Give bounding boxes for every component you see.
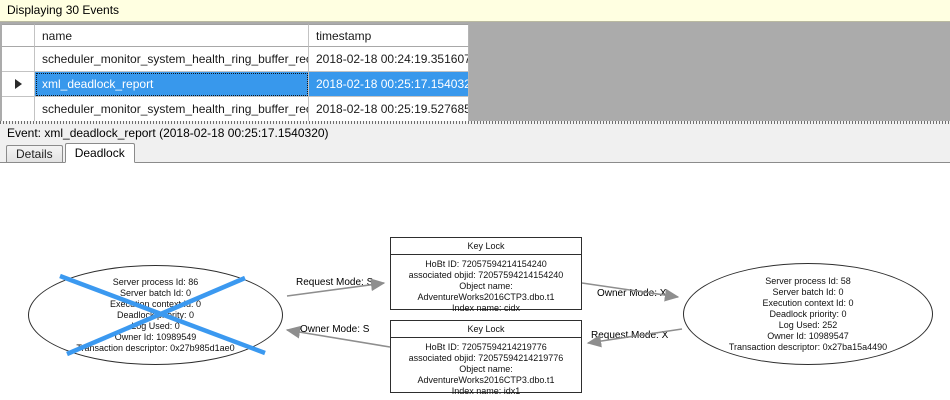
detail-tab-strip: Details Deadlock	[0, 142, 950, 163]
tab-deadlock[interactable]: Deadlock	[64, 143, 135, 163]
text-line: Server process Id: 58	[765, 275, 851, 286]
text-line: associated objid: 72057594214154240	[408, 270, 564, 280]
text-line: Server batch Id: 0	[772, 286, 844, 297]
text-line: HoBt ID: 72057594214219776	[425, 342, 547, 352]
tab-deadlock-label: Deadlock	[74, 146, 125, 160]
table-row[interactable]: scheduler_monitor_system_health_ring_buf…	[2, 47, 469, 72]
text-line: Owner Id: 10989549	[114, 331, 197, 342]
edge-label-owner-mode-s: Owner Mode: S	[300, 324, 370, 335]
grid-header-row: name timestamp	[2, 24, 469, 47]
grid-header-name[interactable]: name	[35, 24, 309, 47]
grid-header-timestamp[interactable]: timestamp	[309, 24, 469, 47]
text-line: Log Used: 0	[131, 320, 180, 331]
grid-header-indicator-cell	[2, 24, 35, 47]
text-line: Object name: AdventureWorks2016CTP3.dbo.…	[417, 281, 555, 302]
text-line: Log Used: 252	[778, 319, 838, 330]
info-bar-text: Displaying 30 Events	[7, 3, 120, 17]
row-indicator-cell	[2, 97, 35, 122]
text-line: Index name: cidx	[451, 303, 521, 313]
tab-details[interactable]: Details	[6, 145, 63, 162]
event-name-cell[interactable]: scheduler_monitor_system_health_ring_buf…	[35, 97, 309, 122]
resource-node-title: Key Lock	[391, 238, 581, 255]
text-line: Execution context Id: 0	[109, 298, 202, 309]
text-line: HoBt ID: 72057594214154240	[425, 259, 547, 269]
row-indicator-cell	[2, 47, 35, 72]
text-line: Deadlock priority: 0	[769, 308, 847, 319]
text-line: Transaction descriptor: 0x27b985d1ae0	[76, 342, 235, 353]
text-line: Index name: idx1	[451, 386, 521, 396]
table-row-selected[interactable]: xml_deadlock_report 2018-02-18 00:25:17.…	[2, 72, 469, 97]
edge-label-request-mode-s: Request Mode: S	[296, 277, 374, 288]
text-line: Server process Id: 86	[112, 276, 199, 287]
events-grid-panel: name timestamp scheduler_monitor_system_…	[0, 22, 950, 122]
event-summary-bar: Event: xml_deadlock_report (2018-02-18 0…	[0, 124, 950, 142]
text-line: Owner Id: 10989547	[767, 330, 849, 341]
tab-details-label: Details	[16, 147, 53, 161]
event-timestamp-cell[interactable]: 2018-02-18 00:25:17.1540320	[309, 72, 469, 97]
current-row-arrow-icon	[14, 79, 22, 89]
text-line: Deadlock priority: 0	[116, 309, 195, 320]
text-line: associated objid: 72057594214219776	[408, 353, 564, 363]
resource-node-title: Key Lock	[391, 321, 581, 338]
events-grid: name timestamp scheduler_monitor_system_…	[2, 24, 469, 122]
grid-detail-splitter[interactable]	[0, 121, 950, 124]
event-timestamp-cell[interactable]: 2018-02-18 00:25:19.5276859	[309, 97, 469, 122]
event-timestamp-cell[interactable]: 2018-02-18 00:24:19.3516078	[309, 47, 469, 72]
event-name-cell[interactable]: xml_deadlock_report	[35, 72, 309, 97]
info-bar: Displaying 30 Events	[0, 0, 950, 22]
event-summary-text: Event: xml_deadlock_report (2018-02-18 0…	[7, 126, 329, 140]
text-line: Transaction descriptor: 0x27ba15a4490	[728, 341, 888, 352]
edge-label-owner-mode-x: Owner Mode: X	[597, 288, 667, 299]
text-line: Object name: AdventureWorks2016CTP3.dbo.…	[417, 364, 555, 385]
text-line: Execution context Id: 0	[762, 297, 854, 308]
text-line: Server batch Id: 0	[119, 287, 192, 298]
row-indicator-cell	[2, 72, 35, 97]
table-row[interactable]: scheduler_monitor_system_health_ring_buf…	[2, 97, 469, 122]
event-name-cell[interactable]: scheduler_monitor_system_health_ring_buf…	[35, 47, 309, 72]
edge-label-request-mode-x: Request Mode: X	[591, 330, 669, 341]
